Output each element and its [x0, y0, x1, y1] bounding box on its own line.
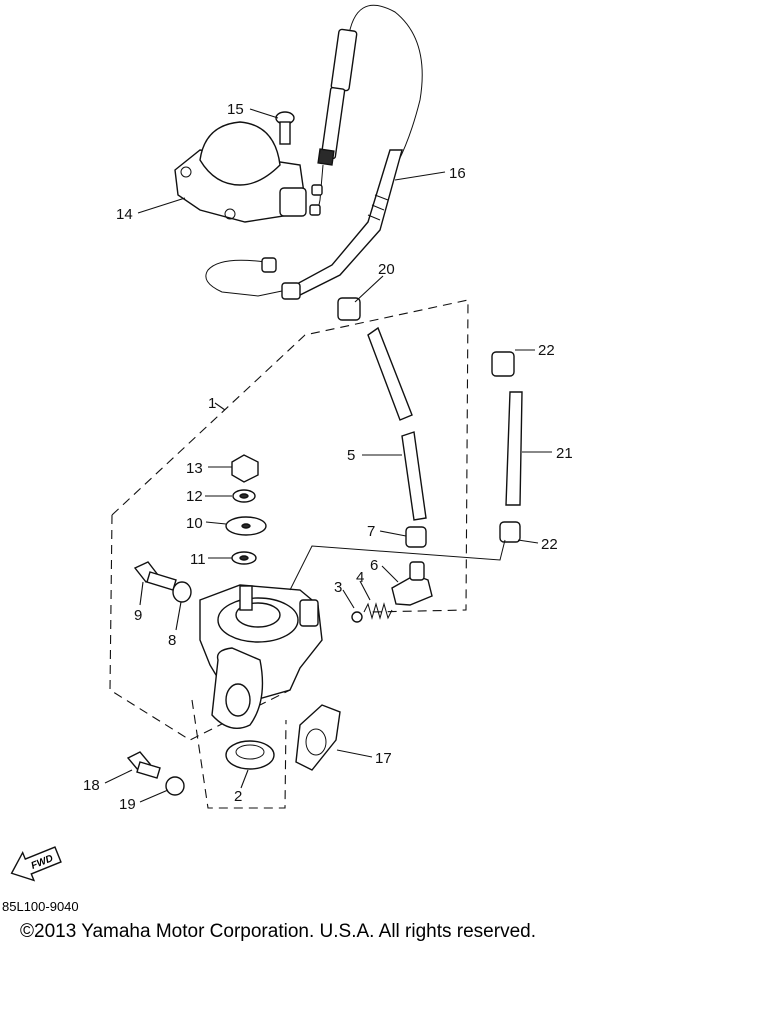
leader-9 [139, 581, 144, 606]
callout-22-top: 22 [538, 342, 555, 359]
callout-1: 1 [208, 395, 216, 412]
leader-6 [381, 565, 399, 583]
leader-7 [379, 530, 407, 537]
callout-18: 18 [83, 777, 100, 794]
leader-3 [342, 589, 355, 609]
callout-13: 13 [186, 460, 203, 477]
hose-5 [367, 326, 427, 521]
joint-7 [405, 526, 427, 548]
spring-4 [363, 602, 393, 620]
check-ball-3 [351, 611, 363, 623]
leader-2 [240, 769, 249, 789]
gasket-17 [295, 704, 341, 771]
collar-22-bottom [499, 521, 521, 543]
callout-15: 15 [227, 101, 244, 118]
callout-22-bottom: 22 [541, 536, 558, 553]
hardware-stack [225, 454, 267, 565]
elbow-6 [391, 561, 433, 606]
callout-17: 17 [375, 750, 392, 767]
bolt-18 [126, 751, 161, 779]
leader-22b [517, 539, 539, 544]
leader-19 [139, 789, 169, 803]
callout-7: 7 [367, 523, 375, 540]
callout-16: 16 [449, 165, 466, 182]
assembly-boundary [109, 299, 469, 741]
leader-18 [104, 769, 133, 784]
callout-6: 6 [370, 557, 378, 574]
callout-5: 5 [347, 447, 355, 464]
leader-16 [394, 171, 446, 181]
leader-20 [354, 275, 384, 303]
callout-19: 19 [119, 796, 136, 813]
callout-2: 2 [234, 788, 242, 805]
leader-8 [175, 601, 182, 631]
leader-15 [249, 108, 279, 119]
callout-8: 8 [168, 632, 176, 649]
callout-14: 14 [116, 206, 133, 223]
callout-4: 4 [356, 569, 364, 586]
collar-20 [337, 297, 361, 321]
connector-line [289, 539, 506, 591]
cable-assembly [205, 4, 423, 300]
leader-14 [137, 197, 186, 214]
callout-21: 21 [556, 445, 573, 462]
leader-1 [214, 402, 226, 411]
pump-body [199, 584, 323, 729]
pump-cover [174, 121, 307, 223]
callout-3: 3 [334, 579, 342, 596]
callout-10: 10 [186, 515, 203, 532]
bolt-9 [133, 561, 177, 591]
washer-19 [165, 776, 185, 796]
oil-seal-2 [225, 740, 275, 770]
leader-10 [205, 521, 227, 525]
forward-arrow-icon: FWD [10, 846, 62, 882]
callout-9: 9 [134, 607, 142, 624]
callout-11: 11 [190, 551, 206, 568]
hose-21 [505, 391, 523, 506]
leader-17 [336, 749, 373, 758]
cover-screw [275, 111, 295, 145]
copyright-notice: ©2013 Yamaha Motor Corporation. U.S.A. A… [20, 921, 536, 942]
callout-12: 12 [186, 488, 203, 505]
leader-4 [359, 580, 371, 601]
washer-8 [172, 581, 192, 603]
subgroup-boundary [191, 699, 287, 809]
collar-22-top [491, 351, 515, 377]
diagram-part-code: 85L100-9040 [2, 899, 79, 914]
callout-20: 20 [378, 261, 395, 278]
